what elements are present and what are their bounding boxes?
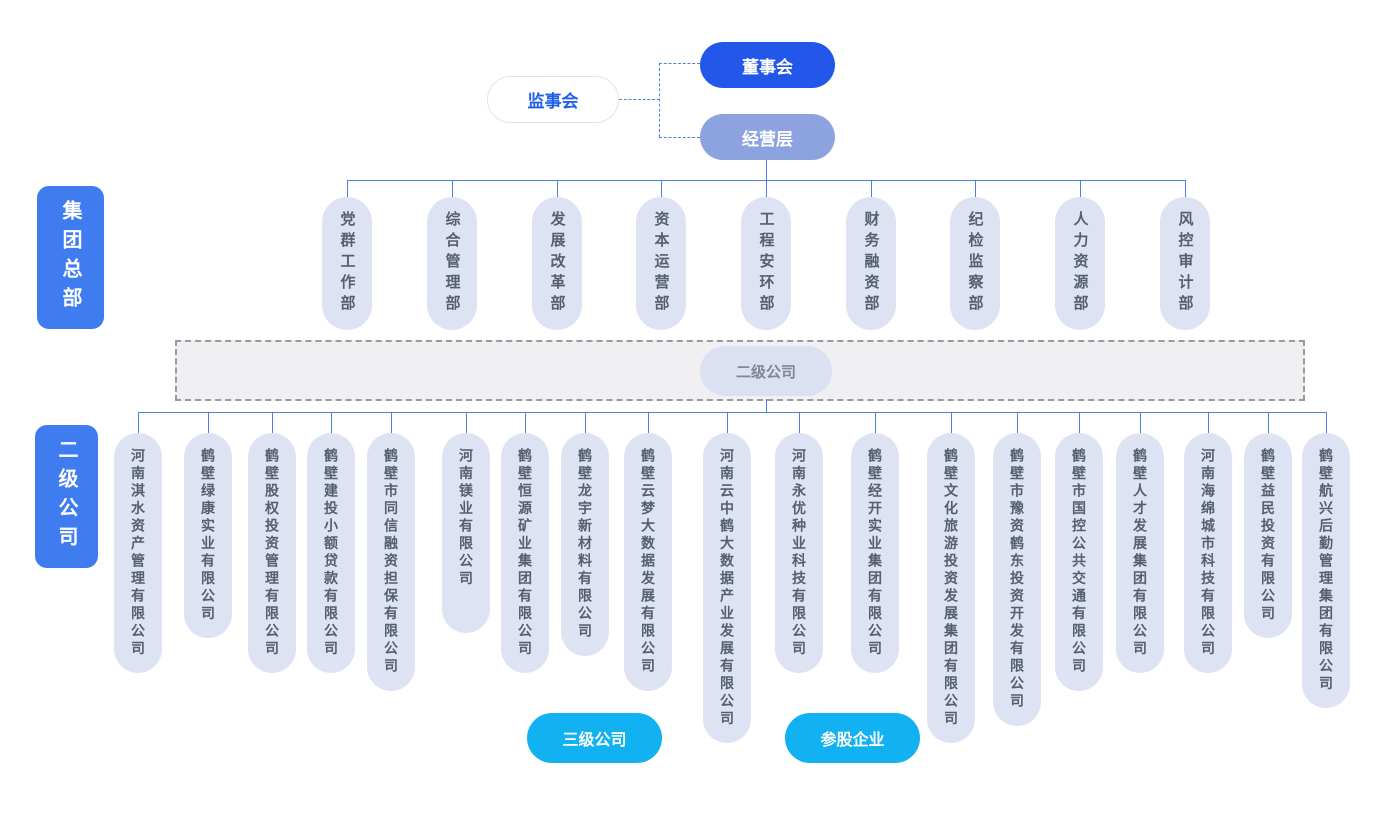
connector-department-drop [347,180,348,197]
department-node[interactable]: 工程安环部 [741,197,791,330]
connector-company-bus [138,412,1326,413]
department-node[interactable]: 人力资源部 [1055,197,1105,330]
connector-department-drop [766,180,767,197]
connector-company-drop [466,412,467,433]
connector-company-drop [1140,412,1141,433]
connector-dashed-to-management [659,137,700,138]
department-node[interactable]: 财务融资部 [846,197,896,330]
connector-company-drop [1326,412,1327,433]
connector-company-drop [648,412,649,433]
connector-company-drop [799,412,800,433]
management-node[interactable]: 经营层 [700,114,835,160]
connector-company-drop [391,412,392,433]
company-node[interactable]: 鹤壁市国控公共交通有限公司 [1055,433,1103,691]
company-node[interactable]: 鹤壁航兴后勤管理集团有限公司 [1302,433,1350,708]
company-node[interactable]: 鹤壁云梦大数据发展有限公司 [624,433,672,691]
company-node[interactable]: 河南镁业有限公司 [442,433,490,633]
department-node[interactable]: 党群工作部 [322,197,372,330]
connector-company-drop [272,412,273,433]
connector-department-drop [1080,180,1081,197]
third-level-company-pill[interactable]: 三级公司 [527,713,662,763]
connector-dashed-trunk [659,63,660,137]
department-node[interactable]: 综合管理部 [427,197,477,330]
second-level-band-pill[interactable]: 二级公司 [700,346,832,396]
company-node[interactable]: 鹤壁人才发展集团有限公司 [1116,433,1164,673]
connector-company-drop [727,412,728,433]
company-node[interactable]: 鹤壁龙宇新材料有限公司 [561,433,609,656]
company-node[interactable]: 鹤壁建投小额贷款有限公司 [307,433,355,673]
connector-dashed-supervisory [619,99,660,100]
company-node[interactable]: 河南海绵城市科技有限公司 [1184,433,1232,673]
connector-company-drop [331,412,332,433]
connector-department-drop [975,180,976,197]
connector-dashed-to-board [659,63,700,64]
connector-company-drop [585,412,586,433]
company-node[interactable]: 河南云中鹤大数据产业发展有限公司 [703,433,751,743]
connector-department-drop [452,180,453,197]
department-node[interactable]: 风控审计部 [1160,197,1210,330]
company-node[interactable]: 鹤壁股权投资管理有限公司 [248,433,296,673]
company-node[interactable]: 鹤壁益民投资有限公司 [1244,433,1292,638]
company-node[interactable]: 鹤壁市豫资鹤东投资开发有限公司 [993,433,1041,726]
department-node[interactable]: 发展改革部 [532,197,582,330]
connector-company-drop [1208,412,1209,433]
company-node[interactable]: 鹤壁恒源矿业集团有限公司 [501,433,549,673]
connector-company-drop [138,412,139,433]
company-node[interactable]: 鹤壁绿康实业有限公司 [184,433,232,638]
company-node[interactable]: 鹤壁文化旅游投资发展集团有限公司 [927,433,975,743]
connector-company-drop [208,412,209,433]
supervisory-board-node[interactable]: 监事会 [487,76,619,123]
connector-department-drop [557,180,558,197]
connector-department-drop [1185,180,1186,197]
connector-company-drop [951,412,952,433]
group-hq-side-label[interactable]: 集团总部 [37,186,104,329]
connector-company-drop [1079,412,1080,433]
company-node[interactable]: 河南永优种业科技有限公司 [775,433,823,673]
connector-management-stem [766,160,767,180]
connector-department-drop [661,180,662,197]
equity-participation-pill[interactable]: 参股企业 [785,713,920,763]
company-node[interactable]: 鹤壁市同信融资担保有限公司 [367,433,415,691]
connector-company-drop [1268,412,1269,433]
department-node[interactable]: 资本运营部 [636,197,686,330]
connector-department-drop [871,180,872,197]
connector-company-drop [875,412,876,433]
board-of-directors-node[interactable]: 董事会 [700,42,835,88]
department-node[interactable]: 纪检监察部 [950,197,1000,330]
company-node[interactable]: 鹤壁经开实业集团有限公司 [851,433,899,673]
second-level-side-label[interactable]: 二级公司 [35,425,98,568]
connector-company-drop [525,412,526,433]
connector-band-stem [766,399,767,412]
connector-company-drop [1017,412,1018,433]
company-node[interactable]: 河南淇水资产管理有限公司 [114,433,162,673]
